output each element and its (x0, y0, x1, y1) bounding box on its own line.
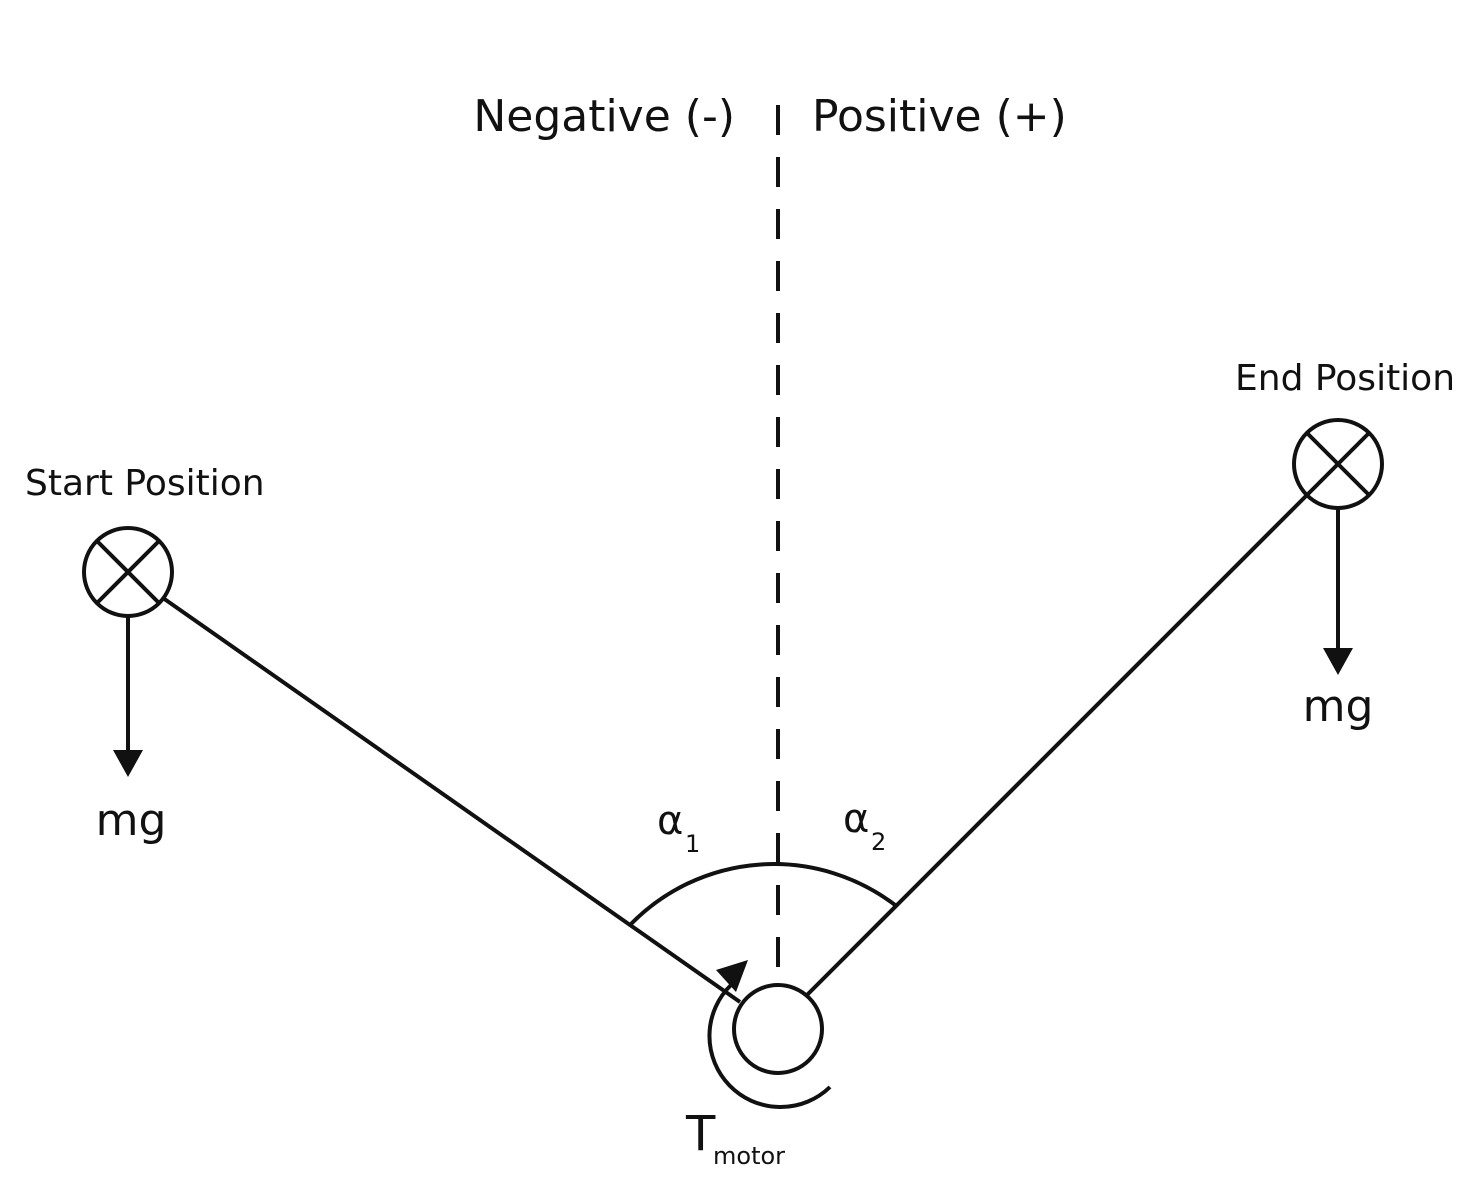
end-position-label: End Position (1235, 358, 1455, 399)
svg-text:motor: motor (713, 1142, 785, 1170)
angle-arc (629, 862, 897, 926)
svg-text:α: α (843, 796, 869, 842)
svg-text:2: 2 (871, 828, 886, 856)
start-gravity-arrow (113, 616, 143, 777)
start-mg-label: mg (96, 795, 167, 846)
start-mass-icon (82, 526, 174, 618)
end-mg-label: mg (1303, 681, 1374, 732)
torque-arrow-icon (707, 960, 832, 1110)
start-position-label: Start Position (25, 463, 265, 504)
end-mass-icon (1292, 418, 1384, 510)
end-arm (804, 492, 1310, 998)
start-arm (161, 596, 742, 1004)
positive-label: Positive (+) (812, 91, 1067, 142)
motor-pivot-icon (732, 983, 824, 1075)
svg-text:1: 1 (685, 830, 700, 858)
svg-text:α: α (657, 798, 683, 844)
alpha-2-label: α 2 (843, 796, 886, 856)
end-gravity-arrow (1323, 508, 1353, 675)
negative-label: Negative (-) (473, 91, 735, 142)
torque-motor-label: T motor (685, 1106, 785, 1170)
alpha-1-label: α 1 (657, 798, 700, 858)
svg-text:T: T (685, 1106, 716, 1162)
